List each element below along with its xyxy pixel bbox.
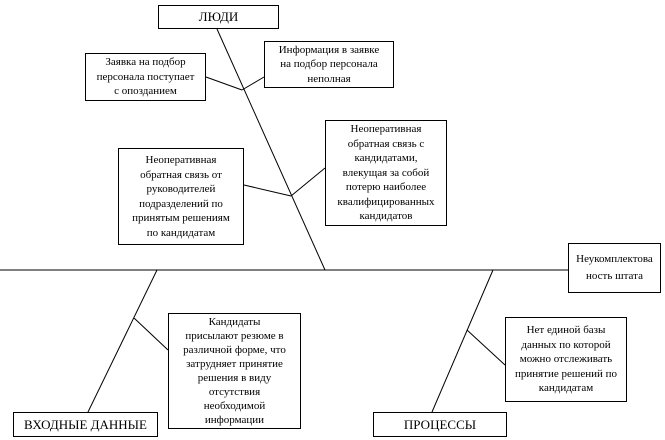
category-box-people: ЛЮДИ	[158, 5, 279, 29]
effect-box-understaffing: Неукомплектова ность штата	[568, 243, 661, 293]
connector-baza	[466, 329, 506, 366]
connector-zayavka	[205, 76, 243, 91]
cause-box-resume-format: Кандидаты присылают резюме в различной ф…	[168, 313, 301, 429]
cause-box-no-unified-database: Нет единой базы данных по которой можно …	[505, 317, 627, 402]
category-box-processes: ПРОЦЕССЫ	[373, 412, 507, 437]
connector-informacia	[241, 76, 265, 91]
category-box-input-data: ВХОДНЫЕ ДАННЫЕ	[13, 412, 158, 437]
bone-people	[216, 28, 326, 271]
connector-kandidatami	[290, 167, 326, 197]
connector-rukovoditeli	[243, 184, 292, 197]
cause-box-request-incomplete: Информация в заявке на подбор персонала …	[264, 41, 394, 88]
bone-processes	[431, 269, 494, 413]
cause-box-candidates-feedback: Неоперативная обратная связь с кандидата…	[325, 120, 447, 226]
cause-box-request-late: Заявка на подбор персонала поступает с о…	[85, 53, 206, 101]
bone-input-data	[87, 269, 158, 413]
cause-box-managers-feedback: Неоперативная обратная связь от руководи…	[118, 148, 244, 245]
connector-rezyume	[133, 317, 169, 351]
